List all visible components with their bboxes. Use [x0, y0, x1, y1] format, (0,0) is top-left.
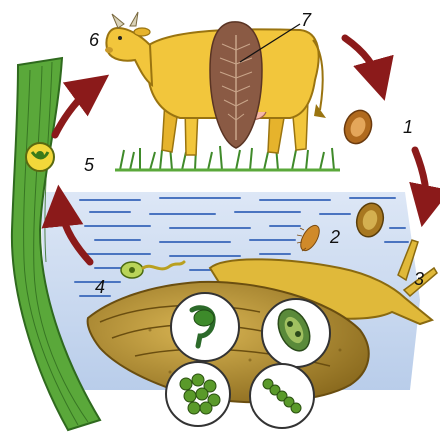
arrow-grass-to-cow [55, 85, 95, 135]
snail-inset-stage-a [171, 293, 239, 361]
arrow-egg-to-water [415, 150, 426, 210]
label-3: 3 [414, 269, 424, 289]
snail-inset-stage-b [262, 299, 330, 367]
arrow-cow-to-egg [345, 38, 380, 84]
label-7: 7 [301, 10, 312, 30]
label-5: 5 [84, 155, 95, 175]
egg-icon [340, 107, 376, 148]
snail-inset-stage-d [250, 364, 314, 428]
label-4: 4 [95, 277, 105, 297]
label-2: 2 [329, 227, 340, 247]
snail-inset-stage-c [166, 362, 230, 426]
label-1: 1 [403, 117, 413, 137]
label-6: 6 [89, 30, 100, 50]
liver-fluke-icon [210, 22, 262, 148]
cyst-icon [26, 143, 54, 171]
